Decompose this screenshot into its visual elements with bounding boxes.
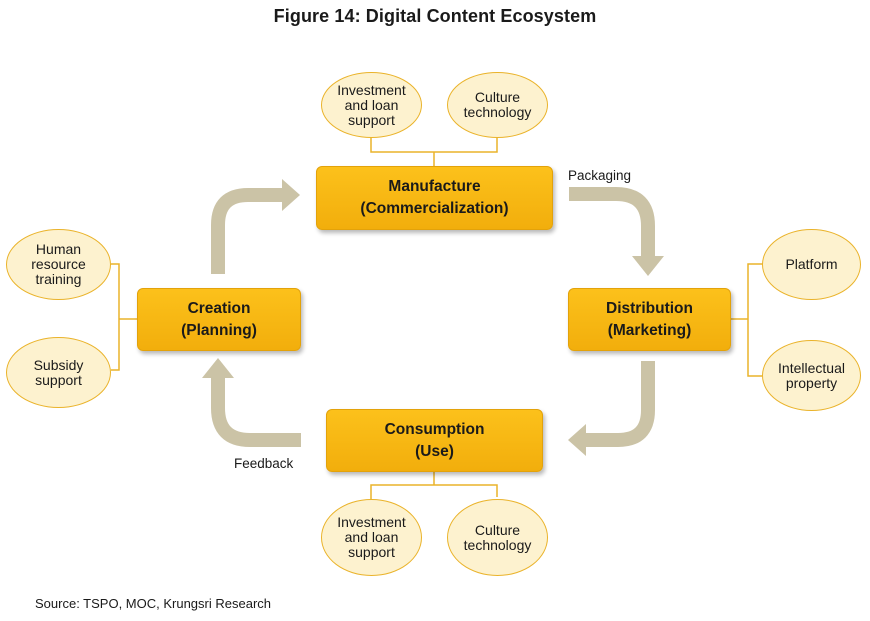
- label-feedback: Feedback: [234, 456, 294, 471]
- bracket-connectors: [111, 136, 766, 499]
- stage-creation: Creation (Planning): [137, 288, 301, 351]
- oval-culture-technology: Culture technology: [447, 499, 548, 576]
- stage-consumption-subtitle: (Use): [415, 442, 454, 460]
- oval-platform: Platform: [762, 229, 861, 300]
- oval-text-line: technology: [463, 536, 532, 553]
- stage-manufacture-title: Manufacture: [388, 178, 481, 195]
- arrow-heads: [202, 179, 664, 456]
- stage-manufacture-subtitle: (Commercialization): [360, 200, 509, 217]
- oval-text-line: support: [348, 111, 395, 128]
- arrow-consumption-to-creation: [211, 378, 301, 447]
- arrow-head-up: [202, 358, 234, 378]
- oval-text-line: and loan: [344, 529, 399, 545]
- oval-text-line: support: [35, 371, 82, 388]
- oval-text-line: Culture: [474, 521, 521, 538]
- oval-text-line: property: [785, 374, 838, 391]
- bracket-manufacture: [370, 136, 498, 166]
- flow-arrows: [211, 187, 655, 447]
- stage-creation-subtitle: (Planning): [181, 321, 257, 339]
- oval-text-line: training: [35, 271, 82, 287]
- oval-investment-loan-support: Investment and loan support: [321, 499, 422, 576]
- arrow-head-left: [568, 424, 586, 456]
- label-packaging: Packaging: [568, 168, 632, 183]
- arrow-head-down: [632, 256, 664, 276]
- source-note: Source: TSPO, MOC, Krungsri Research: [35, 596, 272, 611]
- oval-text-line: Human: [35, 241, 82, 257]
- stage-creation-title: Creation: [187, 299, 251, 317]
- oval-text-line: Investment: [337, 514, 406, 530]
- stage-distribution-subtitle: (Marketing): [607, 321, 692, 339]
- oval-text-line: Subsidy: [33, 356, 84, 373]
- arrow-creation-to-manufacture: [211, 188, 282, 274]
- oval-human-resource-training: Human resource training: [6, 229, 111, 300]
- oval-subsidy-support: Subsidy support: [6, 337, 111, 408]
- stage-consumption: Consumption (Use): [326, 409, 543, 472]
- oval-text-line: and loan: [344, 96, 399, 113]
- oval-text-line: Culture: [474, 89, 521, 105]
- arrow-head-right: [282, 179, 300, 211]
- stage-distribution: Distribution (Marketing): [568, 288, 731, 351]
- oval-text-line: support: [348, 544, 395, 560]
- oval-culture-technology: Culture technology: [447, 72, 548, 138]
- oval-text-line: Investment: [337, 81, 406, 98]
- oval-text-line: Platform: [785, 256, 838, 272]
- bracket-creation: [111, 263, 138, 371]
- oval-text-line: technology: [463, 104, 532, 120]
- oval-intellectual-property: Intellectual property: [762, 340, 861, 411]
- figure-title: Figure 14: Digital Content Ecosystem: [273, 6, 597, 26]
- stage-distribution-title: Distribution: [606, 299, 693, 317]
- oval-text-line: Intellectual: [778, 359, 845, 376]
- stage-consumption-title: Consumption: [384, 420, 485, 438]
- bracket-distribution: [730, 263, 766, 377]
- oval-investment-loan-support: Investment and loan support: [321, 72, 422, 138]
- arrow-manufacture-to-distribution: [569, 187, 655, 256]
- stage-manufacture: Manufacture (Commercialization): [316, 166, 553, 230]
- arrow-distribution-to-consumption: [586, 361, 655, 447]
- oval-text-line: resource: [31, 256, 86, 272]
- bracket-consumption: [370, 471, 498, 499]
